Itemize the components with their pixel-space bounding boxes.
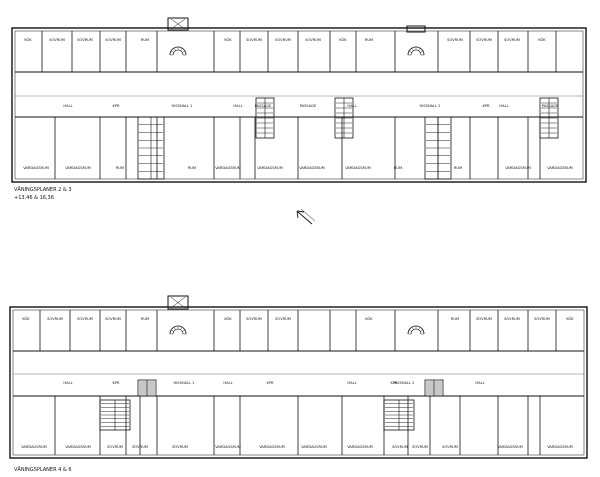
room-label: HISSHALL 1 — [172, 104, 193, 108]
room-label: KPR — [266, 381, 274, 385]
room-label: RUM — [116, 166, 124, 170]
room-label: HISSHALL 1 — [174, 381, 195, 385]
room-label: VARDAGSRUM — [505, 166, 531, 170]
room-label: VARDAGSRUM — [65, 166, 91, 170]
room-label: VARDAGSRUM — [299, 166, 325, 170]
stair-core — [424, 116, 452, 180]
spiral-stair — [407, 46, 425, 56]
room-label: HALL — [63, 381, 72, 385]
room-label: RUM — [451, 317, 459, 321]
room-label: RUM — [394, 166, 402, 170]
room-label: KPR — [390, 381, 398, 385]
upper-floor-plan: KÖK SOVRUM SOVRUM SOVRUM RUM KÖK SOVRUM SOVRUM S… — [11, 17, 587, 183]
room-label: PASSAGE — [300, 104, 317, 108]
room-label: SOVRUM — [504, 317, 520, 321]
room-label: SOVRUM — [107, 445, 123, 449]
room-label: SOVRUM — [534, 317, 550, 321]
room-label: VARDAGSRUM — [215, 166, 241, 170]
stair-core — [99, 399, 131, 431]
room-label: PASSAGE — [255, 104, 272, 108]
room-label: KÖK — [566, 316, 574, 321]
stair-core — [424, 379, 444, 397]
room-label: VARDAGSRUM — [301, 445, 327, 449]
room-label: SOVRUM — [77, 317, 93, 321]
room-label: KÖK — [22, 316, 30, 321]
room-label: PASSAGE — [542, 104, 559, 108]
stair-core — [334, 97, 354, 139]
room-label: KPR — [112, 381, 120, 385]
room-label: HALL — [63, 104, 72, 108]
room-label: VARDAGSRUM — [345, 166, 371, 170]
room-label: KÖK — [538, 37, 546, 42]
room-label: KÖK — [365, 316, 373, 321]
room-label: HALL — [347, 104, 356, 108]
room-label: SOVRUM — [172, 445, 188, 449]
stair-core — [383, 399, 415, 431]
room-label: KÖK — [224, 316, 232, 321]
room-label: VARDAGSRUM — [259, 445, 285, 449]
room-label: RUM — [365, 38, 373, 42]
stair-core — [137, 379, 157, 397]
room-label: SOVRUM — [275, 317, 291, 321]
room-label: SOVRUM — [132, 445, 148, 449]
room-label: VARDAGSRUM — [497, 445, 523, 449]
room-label: RUM — [141, 317, 149, 321]
room-label: KÖK — [24, 37, 32, 42]
lower-plan-caption: VÅNINGSPLANER 4 & 6 — [14, 466, 72, 473]
room-label: SOVRUM — [246, 317, 262, 321]
room-label: KÖK — [339, 37, 347, 42]
room-label: SOVRUM — [246, 38, 262, 42]
room-label: HALL — [233, 104, 242, 108]
room-label: HALL — [347, 381, 356, 385]
spiral-stair — [169, 46, 187, 56]
room-label: SOVRUM — [49, 38, 65, 42]
room-label: RUM — [454, 166, 462, 170]
room-label: SOVRUM — [442, 445, 458, 449]
upper-plan-caption: VÅNINGSPLANER 2 & 3 — [14, 186, 72, 193]
room-label: VARDAGSRUM — [21, 445, 47, 449]
stair-core — [137, 116, 165, 180]
room-label: SOVRUM — [305, 38, 321, 42]
room-label: VARDAGSRUM — [257, 166, 283, 170]
room-label: KPR — [482, 104, 490, 108]
room-label: SOVRUM — [47, 317, 63, 321]
room-label: KÖK — [224, 37, 232, 42]
room-label: VARDAGSRUM — [65, 445, 91, 449]
arrow-up-left-icon — [296, 208, 316, 225]
room-label: VARDAGSRUM — [347, 445, 373, 449]
room-label: VARDAGSRUM — [547, 166, 573, 170]
room-label: SOVRUM — [504, 38, 520, 42]
room-label: SOVRUM — [105, 317, 121, 321]
room-label: SOVRUM — [77, 38, 93, 42]
room-label: SOVRUM — [392, 445, 408, 449]
spiral-stair — [169, 325, 187, 335]
room-label: VARDAGSRUM — [215, 445, 241, 449]
upper-plan-elevations: +13,46 & 16,36 — [14, 195, 54, 201]
room-label: SOVRUM — [476, 317, 492, 321]
room-label: HISSHALL 2 — [420, 104, 441, 108]
room-label: SOVRUM — [447, 38, 463, 42]
lower-stair-tower-1 — [167, 295, 189, 310]
upper-outer-wall — [11, 27, 587, 183]
room-label: VARDAGSRUM — [547, 445, 573, 449]
room-label: SOVRUM — [412, 445, 428, 449]
room-label: SOVRUM — [105, 38, 121, 42]
room-label: HALL — [223, 381, 232, 385]
room-label: HALL — [475, 381, 484, 385]
room-label: SOVRUM — [476, 38, 492, 42]
spiral-stair — [407, 325, 425, 335]
lower-floor-plan: KÖK SOVRUM SOVRUM SOVRUM RUM KÖK SOVRUM SOVRUM K… — [9, 295, 588, 459]
room-label: HALL — [499, 104, 508, 108]
room-label: RUM — [141, 38, 149, 42]
stair-core — [255, 97, 275, 139]
stair-core — [539, 97, 559, 139]
room-label: VARDAGSRUM — [23, 166, 49, 170]
lower-outer-wall — [9, 306, 588, 459]
room-label: RUM — [188, 166, 196, 170]
room-label: HISSHALL 2 — [394, 381, 415, 385]
room-label: SOVRUM — [275, 38, 291, 42]
room-label: KPR — [112, 104, 120, 108]
upper-stair-tower-1 — [167, 17, 189, 31]
